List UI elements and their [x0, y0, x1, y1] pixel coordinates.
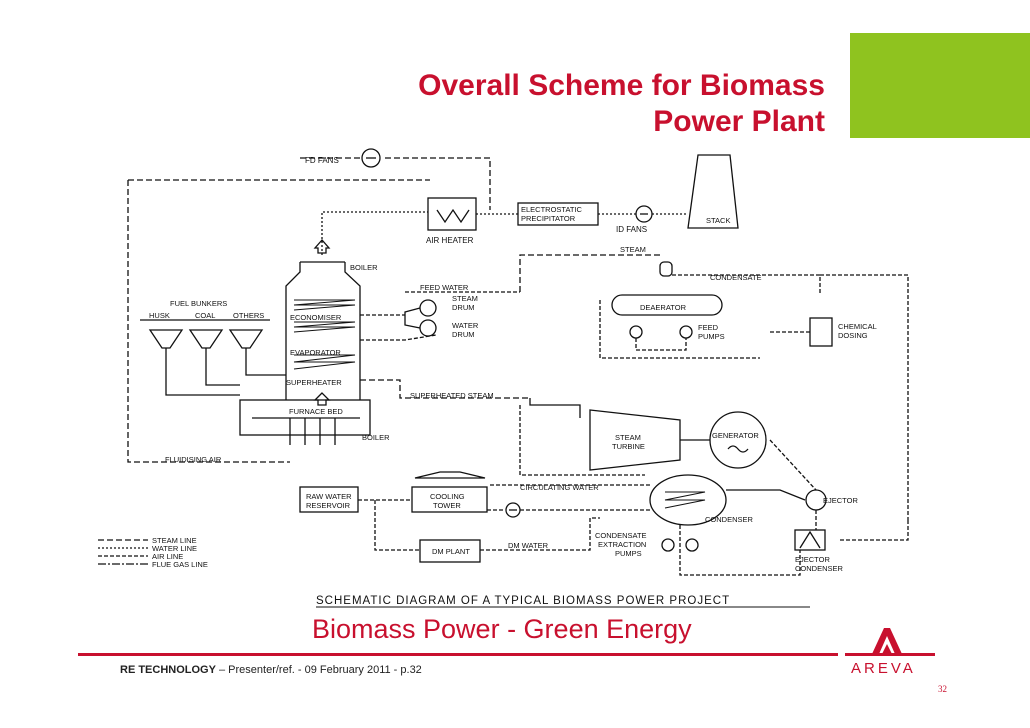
- condenser-section: CONDENSER CIRCULATING WATER EJECTOR EJEC…: [490, 439, 909, 576]
- air-duct-loop: [127, 157, 491, 463]
- svg-text:CONDENSATE: CONDENSATE: [595, 531, 647, 540]
- svg-text:CIRCULATING WATER: CIRCULATING WATER: [520, 483, 599, 492]
- svg-text:COAL: COAL: [195, 311, 215, 320]
- fuel-bunkers: FUEL BUNKERS HUSK COAL OTHERS FLUIDISING…: [140, 299, 286, 464]
- svg-text:BOILER: BOILER: [362, 433, 390, 442]
- svg-text:STEAM: STEAM: [615, 433, 641, 442]
- svg-text:FEED: FEED: [698, 323, 719, 332]
- id-fans-label: ID FANS: [616, 225, 647, 234]
- svg-text:OTHERS: OTHERS: [233, 311, 264, 320]
- svg-text:EJECTOR: EJECTOR: [823, 496, 858, 505]
- svg-text:ELECTROSTATIC: ELECTROSTATIC: [521, 205, 583, 214]
- svg-text:DEAERATOR: DEAERATOR: [640, 303, 687, 312]
- fd-fans: FD FANS: [305, 148, 381, 168]
- svg-text:CONDENSER: CONDENSER: [795, 564, 844, 573]
- svg-text:PUMPS: PUMPS: [698, 332, 725, 341]
- stack: STACK: [687, 154, 739, 229]
- svg-text:EJECTOR: EJECTOR: [795, 555, 830, 564]
- green-accent-block: [850, 33, 1030, 138]
- electrostatic-precipitator: ELECTROSTATIC PRECIPITATOR ID FANS: [517, 202, 688, 234]
- legend-water-line: WATER LINE: [152, 544, 197, 553]
- svg-text:RESERVOIR: RESERVOIR: [306, 501, 351, 510]
- svg-text:STEAM: STEAM: [452, 294, 478, 303]
- diagram-caption: SCHEMATIC DIAGRAM OF A TYPICAL BIOMASS P…: [316, 595, 730, 607]
- svg-text:GENERATOR: GENERATOR: [712, 431, 759, 440]
- areva-logo-text: AREVA: [851, 660, 916, 677]
- svg-text:FUEL BUNKERS: FUEL BUNKERS: [170, 299, 227, 308]
- svg-text:COOLING: COOLING: [430, 492, 465, 501]
- steam-drums: STEAM DRUM WATER DRUM FEED WATER: [360, 283, 520, 341]
- svg-text:SUPERHEATER: SUPERHEATER: [286, 378, 342, 387]
- svg-text:FURNACE BED: FURNACE BED: [289, 407, 343, 416]
- svg-text:SUPERHEATED STEAM: SUPERHEATED STEAM: [410, 391, 494, 400]
- footer-text: RE TECHNOLOGY – Presenter/ref. - 09 Febr…: [120, 664, 422, 676]
- footer-company: RE TECHNOLOGY: [120, 664, 216, 676]
- svg-text:EXTRACTION: EXTRACTION: [598, 540, 646, 549]
- slide-title: Overall Scheme for Biomass Power Plant: [418, 68, 825, 140]
- svg-text:DM PLANT: DM PLANT: [432, 547, 470, 556]
- svg-text:TOWER: TOWER: [433, 501, 461, 510]
- svg-text:PUMPS: PUMPS: [615, 549, 642, 558]
- legend-air-line: AIR LINE: [152, 552, 183, 561]
- svg-text:DM WATER: DM WATER: [508, 541, 549, 550]
- svg-text:DRUM: DRUM: [452, 330, 475, 339]
- slide-title-line1: Overall Scheme for Biomass: [418, 69, 825, 102]
- svg-text:EVAPORATOR: EVAPORATOR: [290, 348, 341, 357]
- svg-text:FEED WATER: FEED WATER: [420, 283, 469, 292]
- air-heater-label: AIR HEATER: [426, 236, 474, 245]
- svg-text:BOILER: BOILER: [350, 263, 378, 272]
- footer-details: – Presenter/ref. - 09 February 2011 - p.…: [215, 664, 422, 676]
- svg-text:CONDENSER: CONDENSER: [705, 515, 754, 524]
- svg-text:CONDENSATE: CONDENSATE: [710, 273, 762, 282]
- deaerator-circuit: STEAM CONDENSATE DEAERATOR FEED PUMPS CH…: [519, 245, 909, 520]
- svg-text:FLUIDISING AIR: FLUIDISING AIR: [165, 455, 222, 464]
- svg-text:DOSING: DOSING: [838, 331, 868, 340]
- svg-text:DRUM: DRUM: [452, 303, 475, 312]
- line-legend: STEAM LINE WATER LINE AIR LINE FLUE GAS …: [98, 536, 208, 569]
- fd-fans-label: FD FANS: [305, 156, 339, 165]
- svg-text:RAW WATER: RAW WATER: [306, 492, 352, 501]
- air-heater: AIR HEATER: [321, 197, 518, 255]
- svg-text:STEAM: STEAM: [620, 245, 646, 254]
- svg-text:HUSK: HUSK: [149, 311, 170, 320]
- slide-title-line2: Power Plant: [653, 105, 825, 138]
- svg-text:CHEMICAL: CHEMICAL: [838, 322, 877, 331]
- boiler: BOILER ECONOMISER EVAPORATOR SUPERHEATER…: [239, 239, 390, 445]
- svg-text:WATER: WATER: [452, 321, 479, 330]
- legend-steam-line: STEAM LINE: [152, 536, 197, 545]
- logo-rule: [845, 653, 935, 656]
- page-number: 32: [938, 684, 947, 694]
- svg-text:PRECIPITATOR: PRECIPITATOR: [521, 214, 576, 223]
- svg-text:STACK: STACK: [706, 216, 730, 225]
- water-treatment: COOLING TOWER RAW WATER RESERVOIR DM PLA…: [299, 471, 650, 563]
- slide-subtitle: Biomass Power - Green Energy: [312, 614, 692, 644]
- footer-rule: [78, 653, 838, 656]
- svg-text:ECONOMISER: ECONOMISER: [290, 313, 342, 322]
- areva-logo-icon: [872, 628, 902, 654]
- svg-text:TURBINE: TURBINE: [612, 442, 645, 451]
- turbine-section: SUPERHEATED STEAM STEAM TURBINE GENERATO…: [360, 379, 767, 476]
- legend-flue-gas-line: FLUE GAS LINE: [152, 560, 208, 569]
